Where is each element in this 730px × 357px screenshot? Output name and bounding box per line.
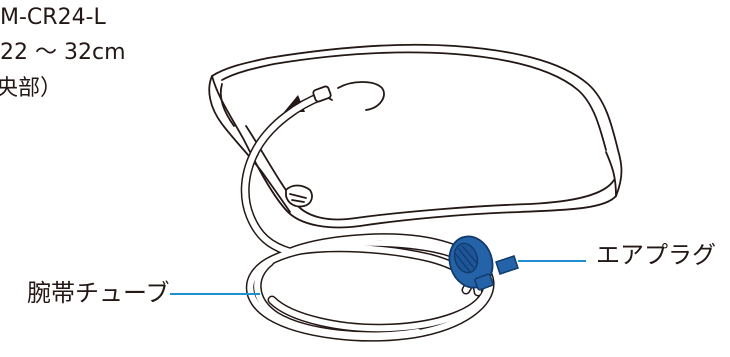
air-plug — [443, 231, 518, 293]
cuff-tube-label: 腕帯チューブ — [27, 278, 170, 308]
air-plug-label: エアプラグ — [596, 240, 716, 270]
